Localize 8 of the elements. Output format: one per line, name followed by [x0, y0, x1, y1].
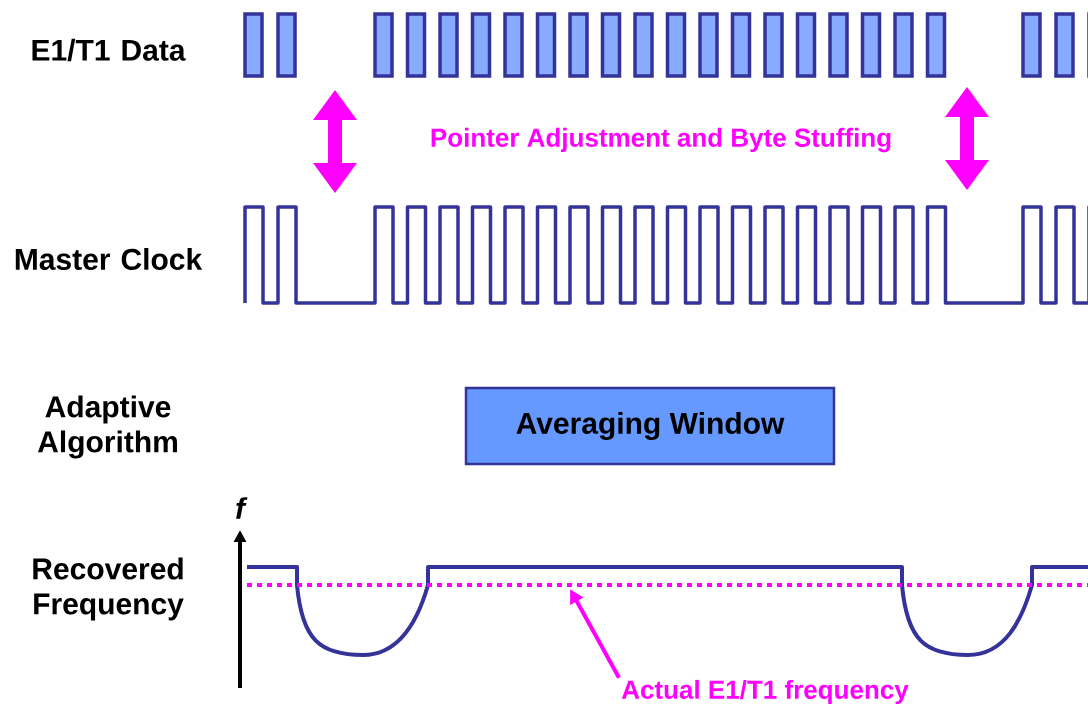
annotation-text: Actual E1/T1 frequency: [621, 679, 909, 705]
annotation-text: Pointer Adjustment and Byte Stuffing: [431, 127, 891, 153]
row-label: Recovered Frequency: [33, 557, 184, 621]
axis-label: f: [236, 497, 248, 519]
window-box: Averaging Window: [464, 386, 836, 466]
row-label: Adaptive Algorithm: [37, 395, 177, 459]
row-label: E1/T1 Data: [32, 38, 186, 62]
row-label: Master Clock: [15, 248, 203, 270]
